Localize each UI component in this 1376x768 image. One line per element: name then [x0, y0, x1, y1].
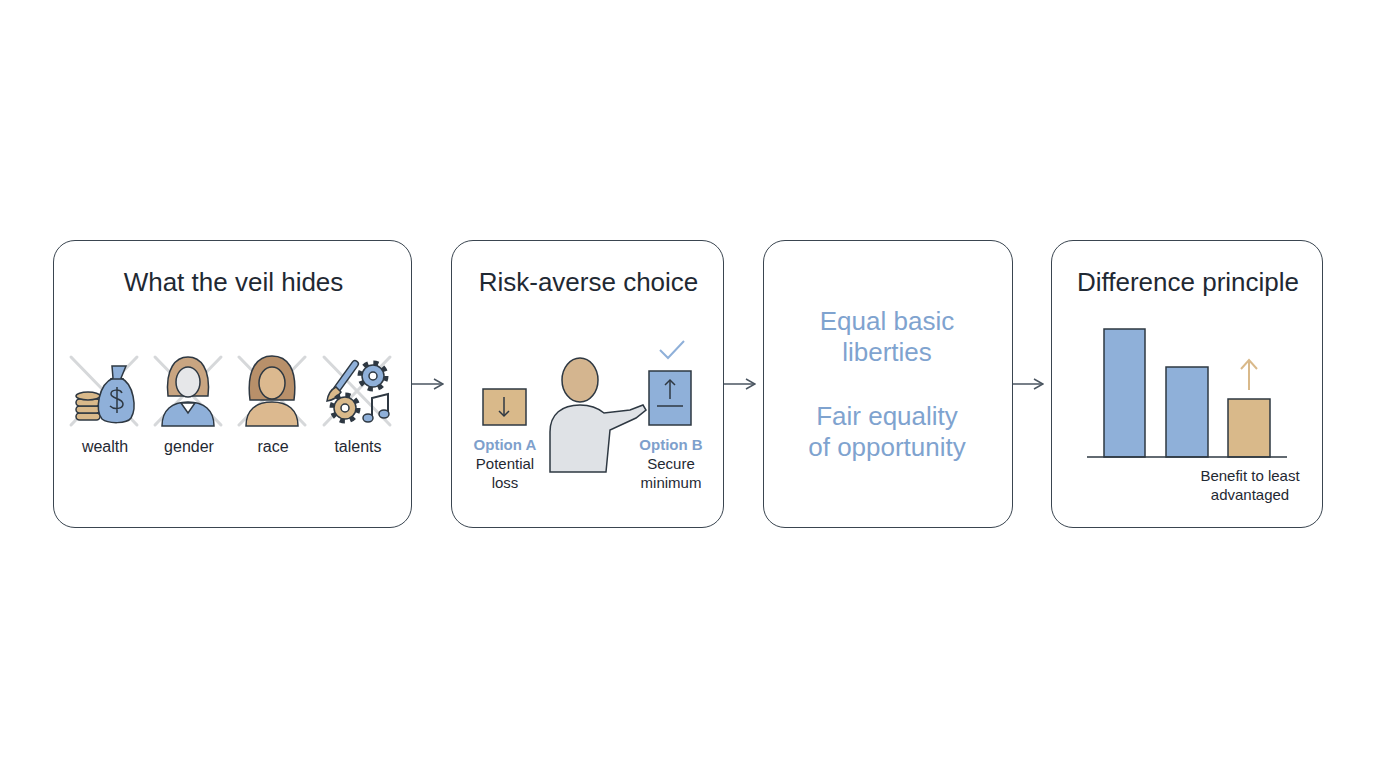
- flow-arrow: [724, 383, 755, 385]
- principle-text: Equal basic liberties: [805, 306, 969, 368]
- option-label: Option A: [465, 436, 545, 454]
- box-title: What the veil hides: [54, 267, 413, 297]
- option-caption: Secure minimum: [635, 454, 707, 492]
- principle-text: Fair equality of opportunity: [805, 401, 969, 463]
- icon-label: race: [233, 437, 313, 457]
- option-label: Option B: [631, 436, 711, 454]
- principle-box: Equal basic libertiesFair equality of op…: [763, 240, 1013, 528]
- concept-box: What the veil hides wealthgenderracetalen…: [53, 240, 412, 528]
- concept-box: Risk-averse choiceOption APotential loss…: [451, 240, 724, 528]
- box-title: Difference principle: [1052, 267, 1324, 297]
- flow-arrow: [412, 383, 443, 385]
- concept-box: Difference principleBenefit to least adv…: [1051, 240, 1323, 528]
- icon-label: gender: [149, 437, 229, 457]
- icon-label: wealth: [65, 437, 145, 457]
- flow-arrow: [1013, 383, 1043, 385]
- icon-label: talents: [318, 437, 398, 457]
- chart-caption: Benefit to least advantaged: [1190, 466, 1310, 504]
- box-title: Risk-averse choice: [452, 267, 725, 297]
- option-caption: Potential loss: [470, 454, 540, 492]
